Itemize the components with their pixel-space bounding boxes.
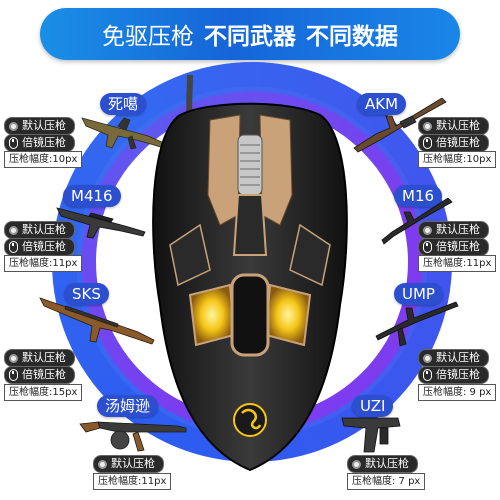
mode-pill-scope: 倍镜压枪 <box>4 238 75 256</box>
weapon-name-chip: 死噶 <box>100 93 147 115</box>
weapon-name-chip: UMP <box>394 283 443 305</box>
amplitude-box: 压枪幅度:11px <box>4 255 83 272</box>
mode-label: 默认压枪 <box>365 457 409 470</box>
mode-label: 倍镜压枪 <box>436 240 480 253</box>
amplitude-box: 压枪幅度: 7 px <box>347 473 426 490</box>
amplitude-box: 压枪幅度:11px <box>418 255 497 272</box>
mode-label: 倍镜压枪 <box>436 136 480 149</box>
smg-icon <box>79 421 187 452</box>
weapon-name-chip: M16 <box>394 185 443 207</box>
mode-pill-default: 默认压枪 <box>4 349 75 367</box>
mode-pill-scope: 倍镜压枪 <box>4 366 75 384</box>
mode-label: 倍镜压枪 <box>436 368 480 381</box>
rifle-icon <box>353 98 447 153</box>
weapon-name-chip: 汤姆逊 <box>97 395 159 417</box>
mode-pill-default: 默认压枪 <box>4 117 75 135</box>
mode-pill-scope: 倍镜压枪 <box>418 238 489 256</box>
mode-pill-scope: 倍镜压枪 <box>4 134 75 152</box>
mode-label: 倍镜压枪 <box>22 368 66 381</box>
mode-pill-default: 默认压枪 <box>418 117 489 135</box>
weapon-name-chip: M416 <box>63 185 121 207</box>
amplitude-box: 压枪幅度:10px <box>418 151 497 168</box>
mode-pill-default: 默认压枪 <box>4 221 75 239</box>
amplitude-box: 压枪幅度:15px <box>4 384 83 401</box>
weapon-name-chip: AKM <box>357 93 407 115</box>
record-icon <box>9 353 18 363</box>
mode-label: 默认压枪 <box>436 223 480 236</box>
mode-label: 倍镜压枪 <box>22 240 66 253</box>
mode-pill-default: 默认压枪 <box>347 455 418 473</box>
mouse-icon <box>9 369 18 381</box>
mode-label: 默认压枪 <box>436 351 480 364</box>
amplitude-box: 压枪幅度: 9 px <box>418 384 497 401</box>
weapon-name-chip: UZI <box>352 395 394 417</box>
mouse-icon <box>9 137 18 149</box>
mode-label: 默认压枪 <box>22 351 66 364</box>
title-banner: 免驱压枪 不同武器 不同数据 <box>40 8 460 60</box>
mode-label: 默认压枪 <box>436 119 480 132</box>
rifle-icon <box>381 198 453 245</box>
smg-icon <box>375 301 459 347</box>
amplitude-box: 压枪幅度:11px <box>93 473 172 490</box>
mode-label: 默认压枪 <box>22 223 66 236</box>
mode-label: 默认压枪 <box>22 119 66 132</box>
mode-label: 默认压枪 <box>111 457 155 470</box>
banner-text-3: 不同数据 <box>306 24 398 50</box>
mode-label: 倍镜压枪 <box>22 136 66 149</box>
mouse-icon <box>423 369 432 381</box>
mode-pill-default: 默认压枪 <box>418 349 489 367</box>
record-icon <box>423 121 432 131</box>
mode-pill-scope: 倍镜压枪 <box>418 366 489 384</box>
record-icon <box>9 225 18 235</box>
mode-pill-default: 默认压枪 <box>93 455 164 473</box>
weapon-name-chip: SKS <box>64 283 109 305</box>
rifle-icon <box>39 297 155 345</box>
mouse-icon <box>423 137 432 149</box>
mode-pill-scope: 倍镜压枪 <box>418 134 489 152</box>
record-icon <box>423 225 432 235</box>
rifle-icon <box>81 117 167 150</box>
mode-pill-default: 默认压枪 <box>418 221 489 239</box>
mouse-icon <box>9 241 18 253</box>
record-icon <box>98 459 107 469</box>
amplitude-box: 压枪幅度:10px <box>4 151 83 168</box>
record-icon <box>9 121 18 131</box>
record-icon <box>423 353 432 363</box>
record-icon <box>352 459 361 469</box>
banner-text-1: 免驱压枪 <box>102 24 194 50</box>
banner-text-2: 不同武器 <box>204 24 296 50</box>
gaming-mouse-image <box>152 75 348 472</box>
rifle-icon <box>56 207 146 239</box>
pistol-icon <box>341 417 401 453</box>
mouse-icon <box>423 241 432 253</box>
